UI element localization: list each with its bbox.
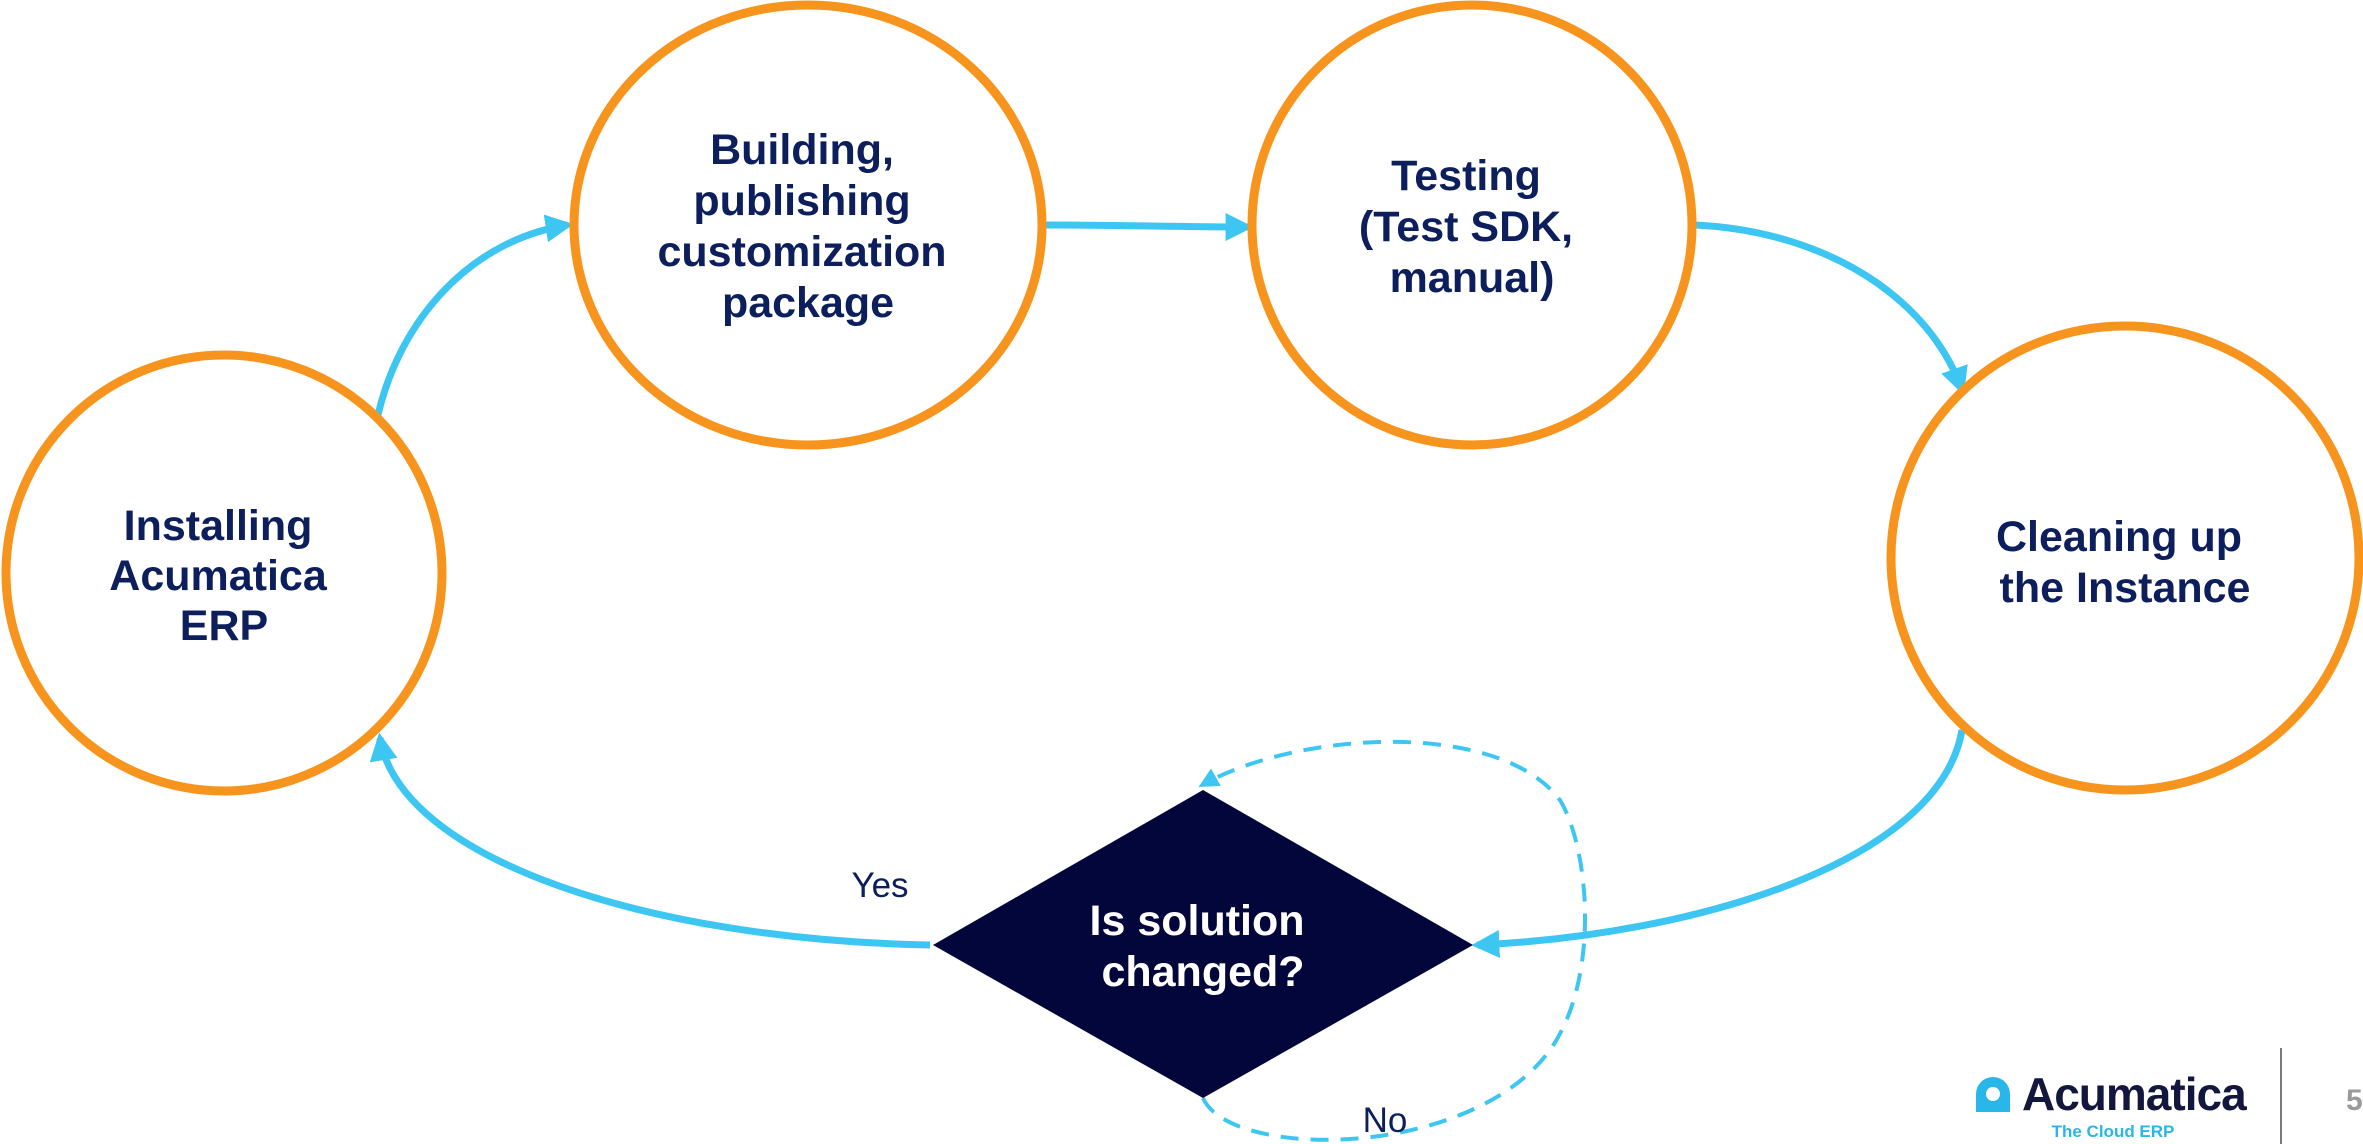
svg-text:Testing (Test SDK,: Testing (Test SDK, manual) [1359,152,1585,302]
node-testing-line: (Test SDK, [1359,203,1573,251]
node-building-circle [569,0,1047,450]
node-testing-line: manual) [1390,254,1555,302]
node-testing: Testing (Test SDK, manual) [1247,0,1697,450]
node-cleaning-circle [1886,321,2363,795]
edge-decision-to-installing-yes [369,732,931,949]
node-testing-line: Testing [1391,152,1541,200]
edge-label-yes: Yes [851,866,908,905]
node-installing-line: Installing [124,502,313,550]
node-cleaning-line: the Instance [2000,564,2251,612]
svg-text:Building, publishing: Building, publishing customization packa… [657,126,958,327]
edge-testing-to-cleaning [1695,221,1968,396]
node-installing-circle [1,350,447,796]
edge-building-to-testing [1045,212,1254,241]
node-building-line: publishing [693,177,910,225]
page-number: 5 [2346,1084,2363,1117]
acumatica-logo: Acumatica The Cloud ERP [1976,1068,2248,1141]
node-testing-circle [1247,0,1697,450]
decision-line: changed? [1101,948,1304,996]
node-building-line: Building, [710,126,894,174]
decision-line: Is solution [1090,897,1305,945]
edge-installing-to-building [374,214,574,416]
node-installing: Installing Acumatica ERP [1,350,447,796]
decision-node: Is solution changed? [933,790,1473,1098]
node-cleaning-line: Cleaning up [1996,513,2242,561]
decision-diamond [933,790,1473,1098]
edge-decision-loop-no [1198,739,1587,1142]
node-building-line: customization [657,228,946,276]
edge-label-no: No [1363,1101,1408,1140]
node-installing-line: Acumatica [109,552,328,600]
node-installing-line: ERP [180,602,268,650]
edge-cleaning-to-decision [1471,729,1966,958]
edges [369,212,1968,1142]
node-cleaning: Cleaning up the Instance [1886,321,2363,795]
logo-name: Acumatica [2022,1068,2247,1120]
node-building-line: package [722,279,894,327]
logo-tagline: The Cloud ERP [2052,1122,2175,1141]
node-building: Building, publishing customization packa… [569,0,1047,450]
svg-text:Is solution changed?: Is solution changed? [1090,897,1317,996]
svg-text:Cleaning up the Instance: Cleaning up the Instance [1996,513,2254,612]
acumatica-a-icon [1976,1077,2010,1112]
svg-text:Installing Acumatica: Installing Acumatica ERP [109,502,338,650]
